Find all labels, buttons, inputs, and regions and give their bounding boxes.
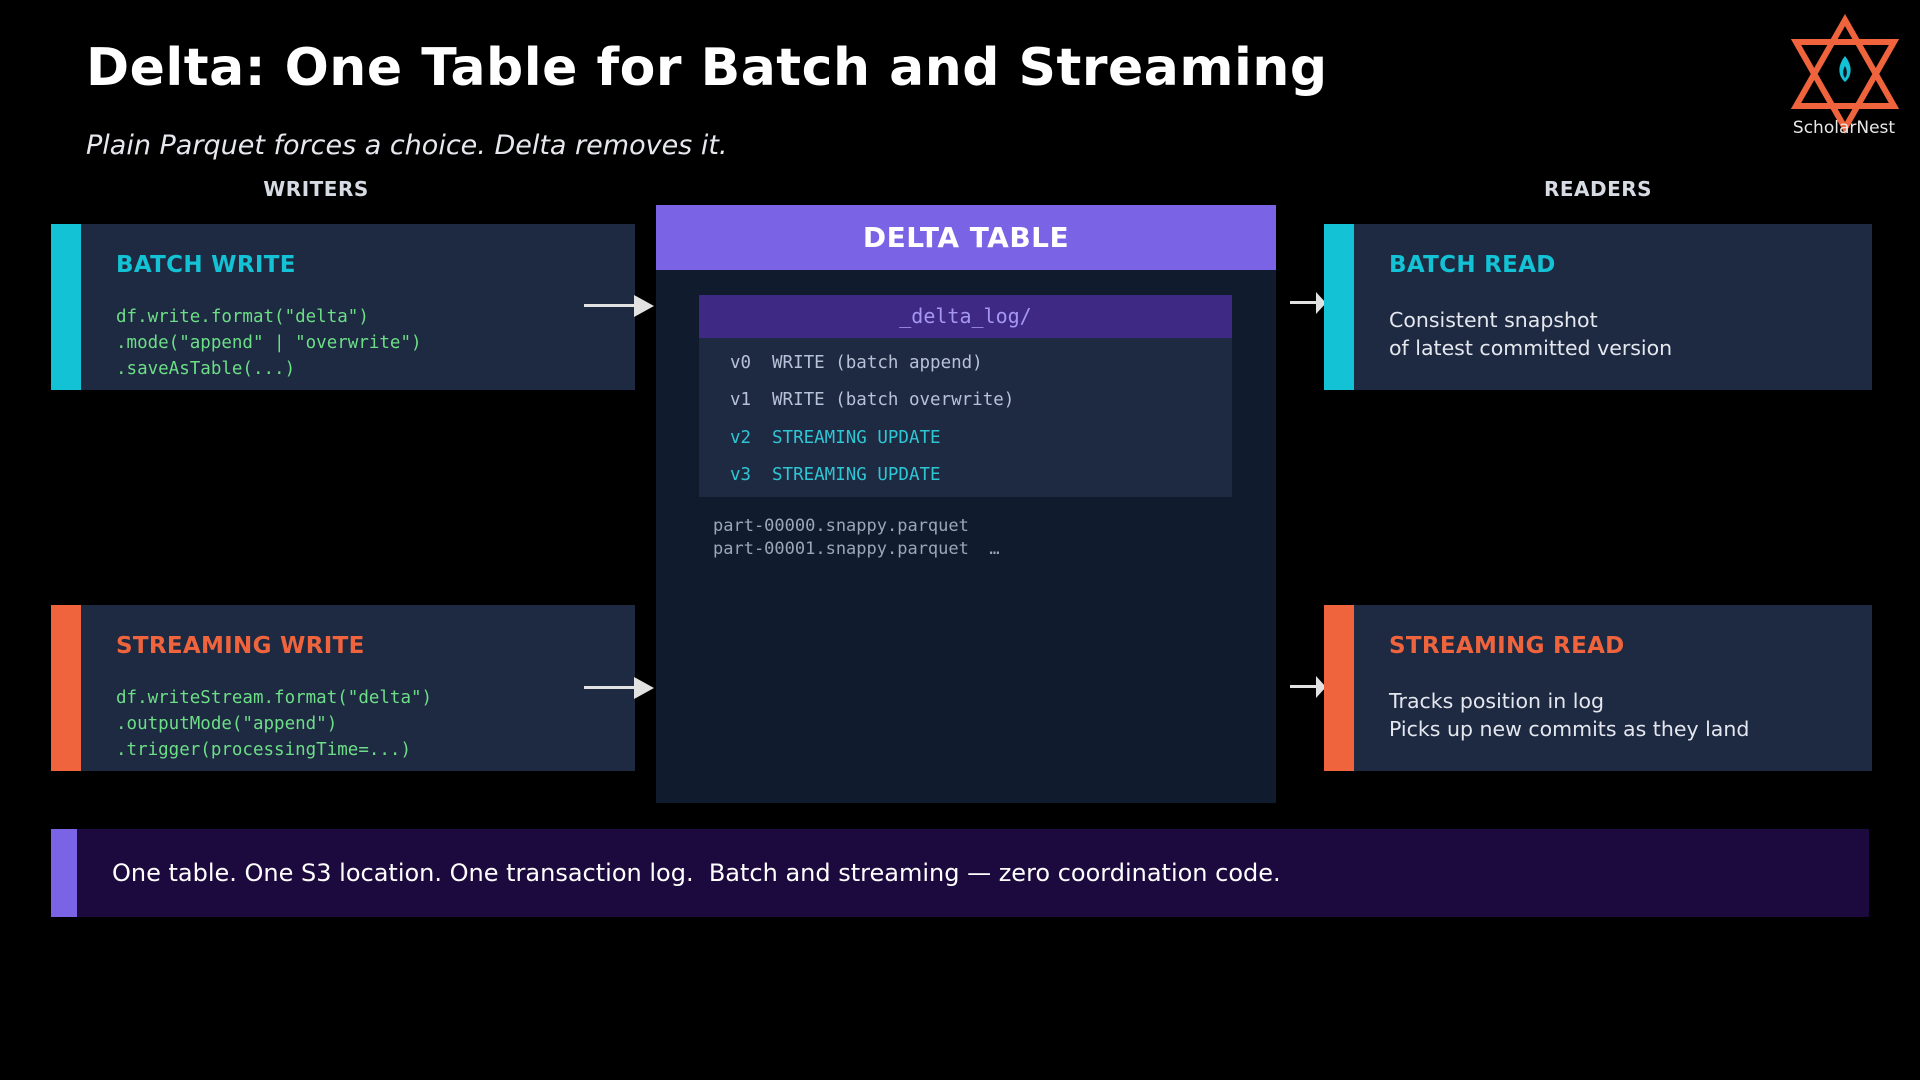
banner-accent-stripe bbox=[51, 829, 77, 917]
streaming-read-title: STREAMING READ bbox=[1389, 633, 1625, 659]
streaming-accent-stripe bbox=[1324, 605, 1354, 771]
batch-write-code: df.write.format("delta") .mode("append" … bbox=[116, 307, 422, 379]
streaming-read-desc: Tracks position in log Picks up new comm… bbox=[1389, 689, 1750, 741]
streaming-read-arrow-icon bbox=[1290, 675, 1326, 699]
batch-accent-stripe bbox=[51, 224, 81, 390]
logo-text: ScholarNest bbox=[1792, 118, 1896, 138]
slide-title: Delta: One Table for Batch and Streaming bbox=[86, 38, 1328, 98]
slide-subtitle: Plain Parquet forces a choice. Delta rem… bbox=[86, 130, 728, 161]
delta-log-panel: _delta_log/ v0 WRITE (batch append) v1 WRI… bbox=[699, 295, 1232, 497]
streaming-write-card: STREAMING WRITE df.writeStream.format("d… bbox=[51, 605, 635, 771]
log-entry: v3 STREAMING UPDATE bbox=[730, 460, 941, 490]
log-version: v1 bbox=[730, 390, 752, 410]
writers-label: WRITERS bbox=[263, 177, 369, 201]
batch-write-title: BATCH WRITE bbox=[116, 252, 296, 278]
log-version: v2 bbox=[730, 428, 752, 448]
readers-label: READERS bbox=[1543, 177, 1653, 201]
batch-read-title: BATCH READ bbox=[1389, 252, 1556, 278]
log-entry: v2 STREAMING UPDATE bbox=[730, 423, 941, 453]
batch-read-desc: Consistent snapshot of latest committed … bbox=[1389, 308, 1673, 360]
log-op: STREAMING UPDATE bbox=[772, 465, 941, 485]
streaming-accent-stripe bbox=[51, 605, 81, 771]
summary-banner: One table. One S3 location. One transact… bbox=[51, 829, 1869, 917]
batch-write-arrow-icon bbox=[584, 294, 654, 318]
streaming-read-card: STREAMING READ Tracks position in log Pi… bbox=[1324, 605, 1872, 771]
log-entry: v1 WRITE (batch overwrite) bbox=[730, 385, 1014, 415]
banner-text: One table. One S3 location. One transact… bbox=[112, 859, 1281, 887]
batch-accent-stripe bbox=[1324, 224, 1354, 390]
delta-table-panel: DELTA TABLE _delta_log/ v0 WRITE (batch a… bbox=[656, 205, 1276, 803]
log-version: v0 bbox=[730, 353, 752, 373]
parquet-file: part-00000.snappy.parquet bbox=[713, 516, 969, 536]
streaming-write-code: df.writeStream.format("delta") .outputMo… bbox=[116, 688, 433, 760]
log-entry: v0 WRITE (batch append) bbox=[730, 348, 983, 378]
log-op: WRITE (batch overwrite) bbox=[772, 390, 1015, 410]
scholarnest-logo-icon bbox=[1790, 13, 1900, 135]
log-op: WRITE (batch append) bbox=[772, 353, 983, 373]
streaming-write-arrow-icon bbox=[584, 676, 654, 700]
log-version: v3 bbox=[730, 465, 752, 485]
delta-table-title: DELTA TABLE bbox=[656, 205, 1276, 270]
streaming-write-title: STREAMING WRITE bbox=[116, 633, 365, 659]
parquet-file: part-00001.snappy.parquet … bbox=[713, 539, 1000, 559]
delta-log-title: _delta_log/ bbox=[699, 295, 1232, 338]
log-op: STREAMING UPDATE bbox=[772, 428, 941, 448]
batch-read-arrow-icon bbox=[1290, 291, 1326, 315]
batch-write-card: BATCH WRITE df.write.format("delta") .mo… bbox=[51, 224, 635, 390]
batch-read-card: BATCH READ Consistent snapshot of latest… bbox=[1324, 224, 1872, 390]
